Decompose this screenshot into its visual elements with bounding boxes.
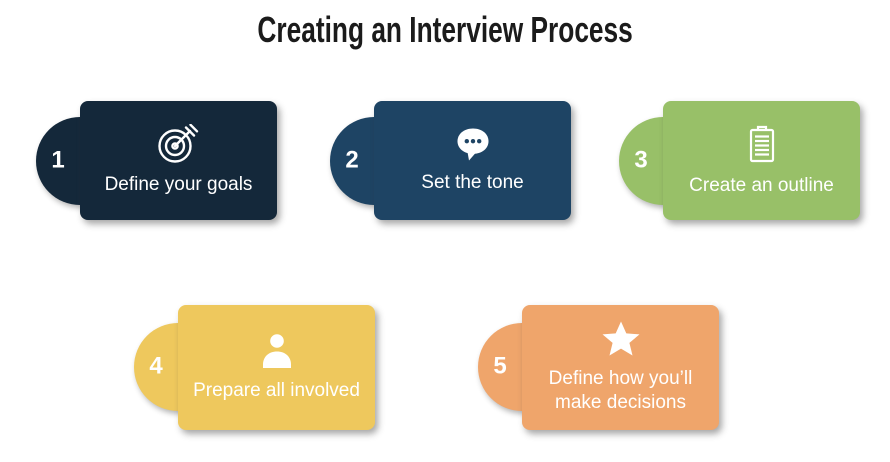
speech-bubble-icon — [457, 128, 488, 161]
step-4-card: Prepare all involved — [178, 305, 375, 430]
step-1-label: Define your goals — [104, 174, 253, 195]
step-2-card: Set the tone — [374, 101, 571, 220]
step-2-number: 2 — [345, 146, 359, 174]
step-4-label: Prepare all involved — [193, 380, 360, 401]
clipboard-icon — [749, 125, 774, 163]
step-3-label: Create an outline — [689, 175, 834, 196]
step-5-card: Define how you’ll make decisions — [522, 305, 719, 430]
step-2-label: Set the tone — [421, 172, 524, 193]
step-3-card: Create an outline — [663, 101, 860, 220]
star-icon — [602, 321, 639, 356]
page-title: Creating an Interview Process — [257, 9, 633, 50]
step-1-number: 1 — [51, 146, 65, 174]
step-3-number: 3 — [634, 146, 648, 174]
target-arrow-icon — [157, 124, 198, 163]
step-5-number: 5 — [493, 352, 507, 380]
title-bar: Creating an Interview Process — [0, 8, 890, 52]
step-1-card: Define your goals — [80, 101, 277, 220]
step-4-number: 4 — [149, 352, 163, 380]
person-icon — [262, 334, 291, 368]
step-5-label: Define how you’ll make decisions — [548, 368, 693, 413]
